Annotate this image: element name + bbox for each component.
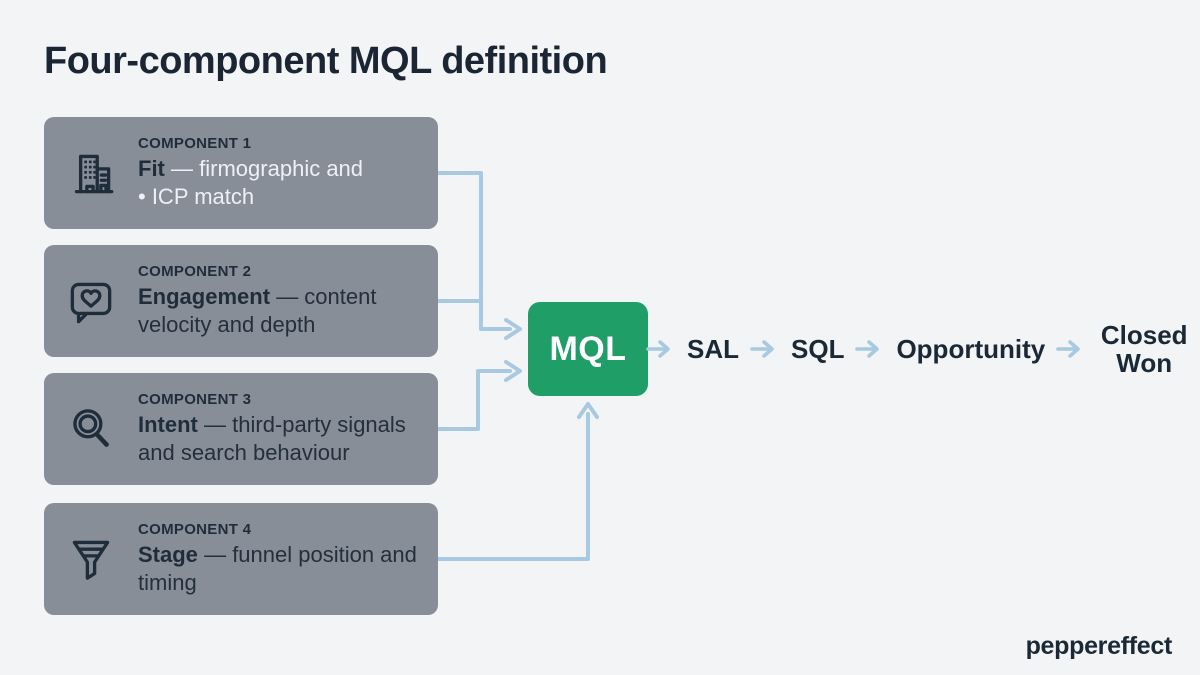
- brand-wordmark: peppereffect: [1025, 632, 1173, 660]
- connector-component1: [436, 171, 512, 331]
- component-card-2: COMPONENT 2 Engagement— content velocity…: [44, 245, 438, 357]
- component-keyword: Intent: [138, 412, 198, 437]
- mql-hub-label: MQL: [549, 329, 627, 368]
- stage-opportunity: Opportunity: [896, 333, 1046, 364]
- page-title: Four-component MQL definition: [44, 40, 608, 82]
- stage-closed-won: Closed Won: [1100, 320, 1188, 378]
- component-label: COMPONENT 3: [138, 391, 252, 408]
- funnel-icon: [62, 530, 120, 588]
- mql-hub-box: MQL: [528, 302, 648, 396]
- chat-heart-icon: [62, 272, 120, 330]
- component-description: Intent— third-party signals and search b…: [138, 412, 406, 465]
- component-keyword: Stage: [138, 542, 198, 567]
- component-label: COMPONENT 2: [138, 263, 252, 280]
- stage-sal: SAL: [687, 333, 739, 364]
- building-icon: [62, 144, 120, 202]
- component-card-1: COMPONENT 1 Fit— firmographic and • ICP …: [44, 117, 438, 229]
- component-keyword: Fit: [138, 156, 165, 181]
- component-description: Stage— funnel position and timing: [138, 542, 417, 595]
- component-description: Fit— firmographic and • ICP match: [138, 156, 364, 209]
- component-keyword: Engagement: [138, 284, 271, 309]
- arrowhead-up-icon: [577, 402, 599, 419]
- flow-arrow-icon: [1056, 338, 1086, 360]
- connector-component4: [436, 412, 590, 561]
- component-card-4: COMPONENT 4 Stage— funnel position and t…: [44, 503, 438, 615]
- component-card-3: COMPONENT 3 Intent— third-party signals …: [44, 373, 438, 485]
- component-description: Engagement— content velocity and depth: [138, 284, 377, 337]
- arrowhead-top-icon: [504, 318, 522, 340]
- component-label: COMPONENT 1: [138, 135, 252, 152]
- connector-component3: [436, 369, 512, 431]
- pipeline-chain: SAL SQL Opportunity Closed Won: [646, 302, 1191, 396]
- stage-sql: SQL: [791, 333, 845, 364]
- flow-arrow-icon: [855, 338, 885, 360]
- flow-arrow-icon: [646, 338, 676, 360]
- arrowhead-bottom-icon: [504, 360, 522, 382]
- flow-arrow-icon: [750, 338, 780, 360]
- magnifier-icon: [62, 400, 120, 458]
- component-label: COMPONENT 4: [138, 521, 252, 538]
